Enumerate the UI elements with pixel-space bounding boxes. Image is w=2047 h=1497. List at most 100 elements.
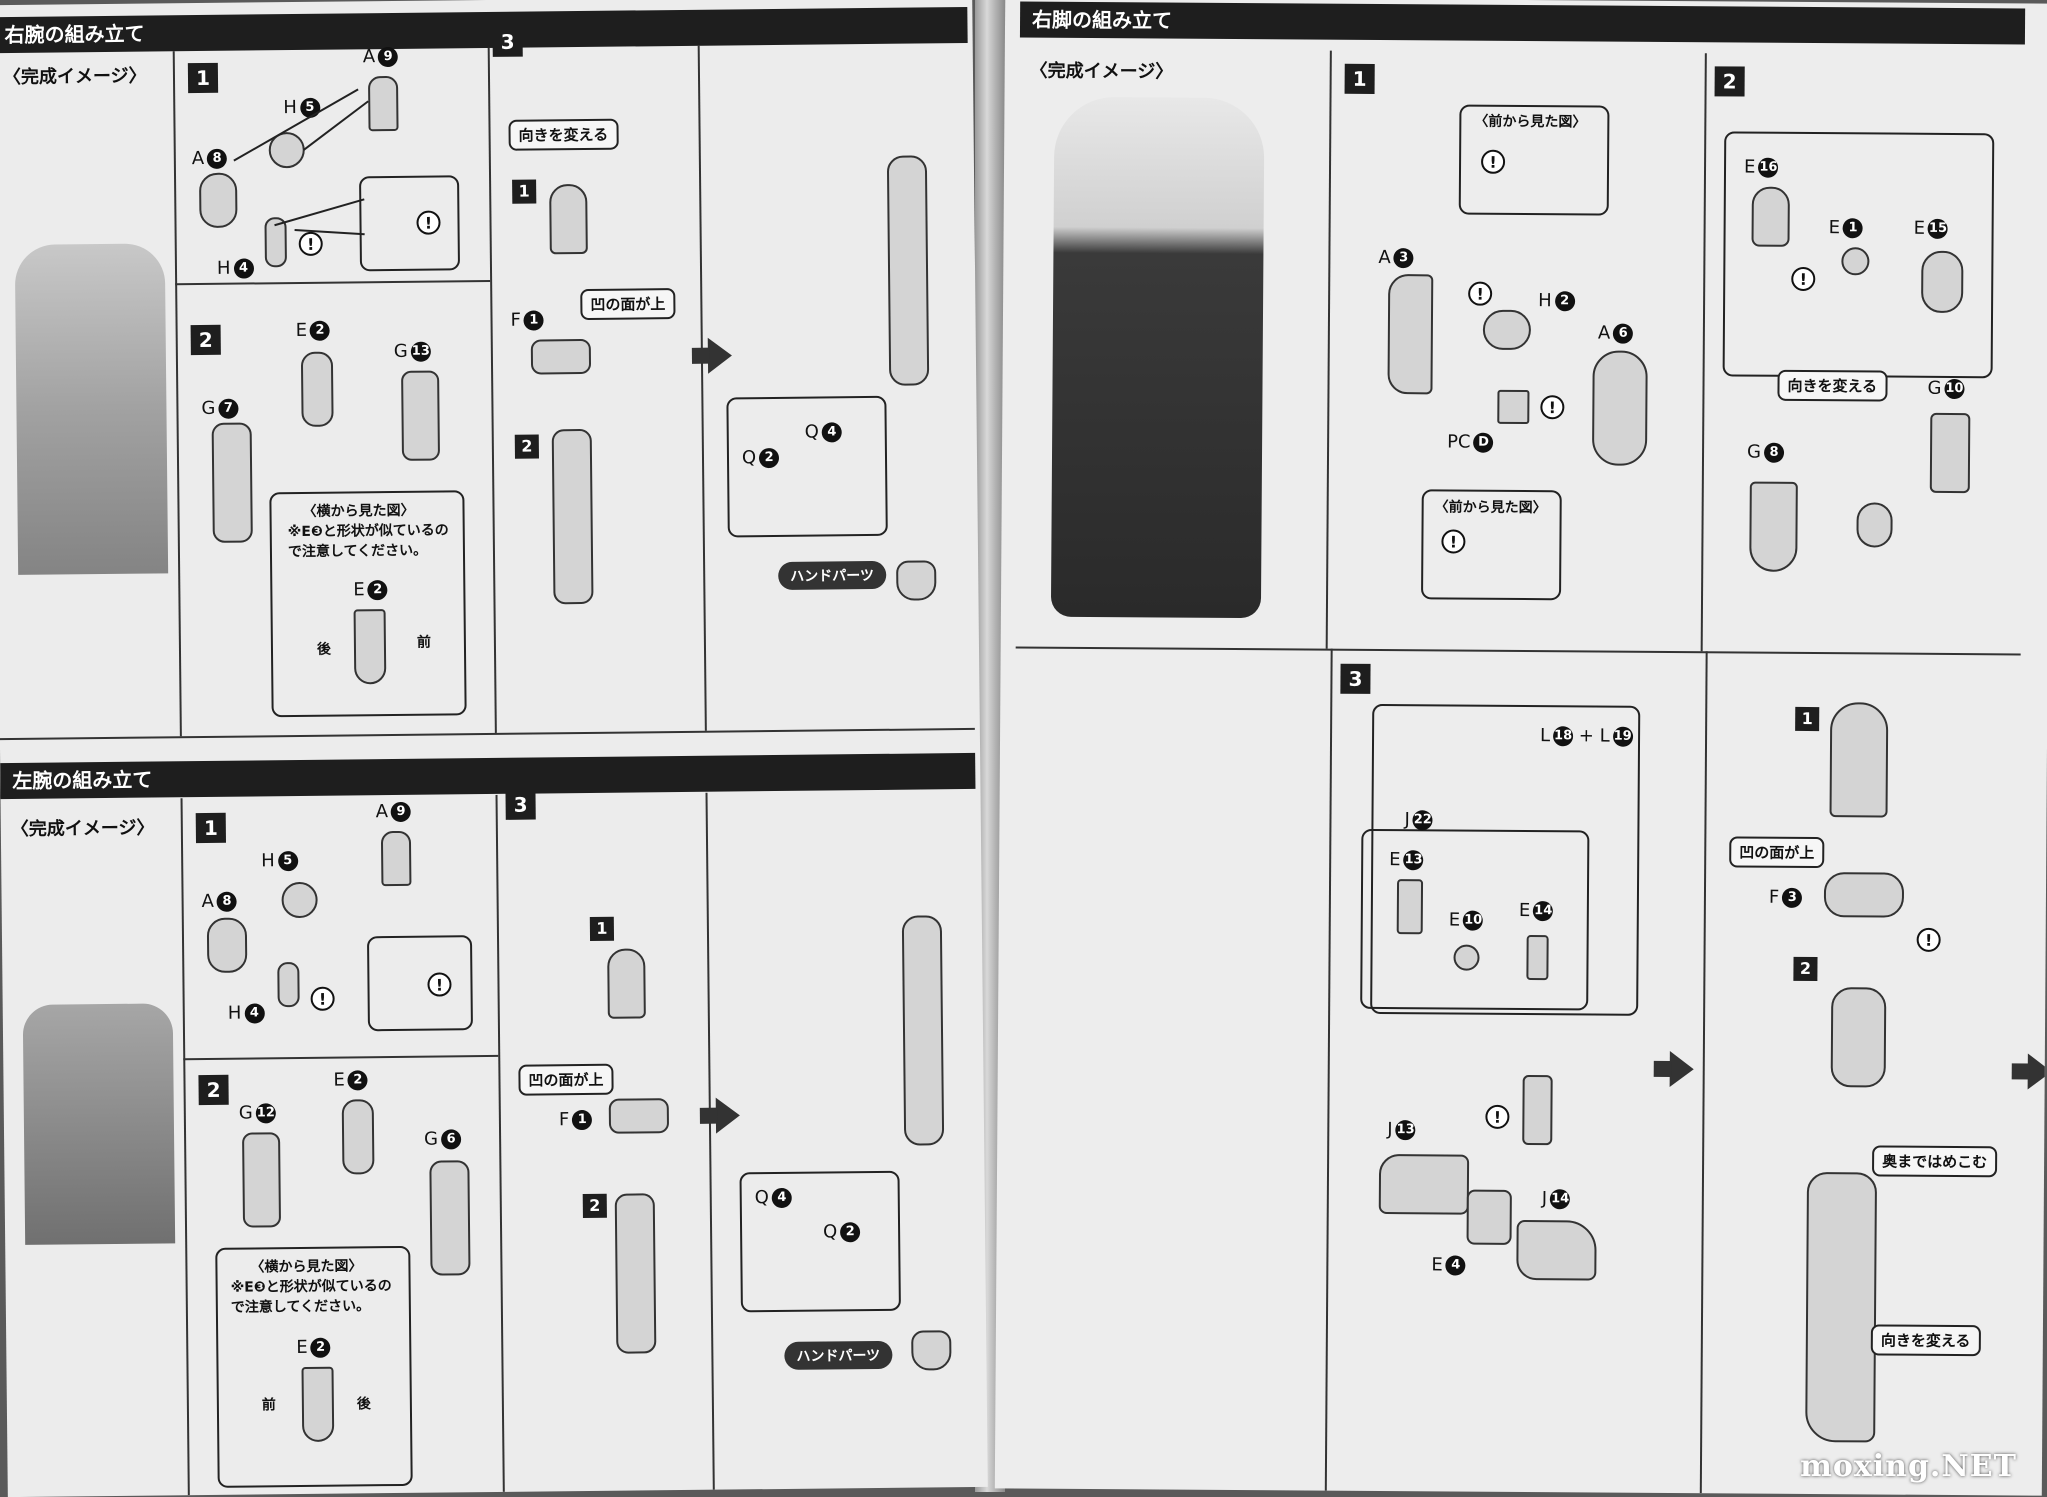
part-g10-shape <box>1929 412 1971 494</box>
left-arm-header: 左腕の組み立て <box>0 752 976 800</box>
next-arrow-icon <box>715 1097 741 1134</box>
right-arm-complete-photo <box>14 243 169 575</box>
hand-parts-pill: ハンドパーツ <box>778 560 887 590</box>
side-part-e2-left-shape <box>301 1366 335 1443</box>
callout-turn-leg: 向きを変える <box>1870 1324 1981 1357</box>
part-g7-shape <box>211 422 253 543</box>
warning-icon: ! <box>1916 927 1941 952</box>
assembled-leg-shape <box>1805 1171 1878 1443</box>
part-g13-shape <box>401 370 441 461</box>
hand-part-shape <box>896 560 937 601</box>
part-e4-shape <box>1466 1189 1512 1245</box>
part-j14-shape <box>1516 1219 1597 1281</box>
callout-concave-up-left: 凹の面が上 <box>518 1063 614 1096</box>
front-view-title-2: 〈前から見た図〉 <box>1434 499 1547 517</box>
assembled-arm-shape <box>886 155 930 386</box>
part-upper-arm-shape <box>549 183 588 255</box>
part-a3-shape <box>1387 274 1434 395</box>
part-f3-shape <box>1823 872 1905 918</box>
callout-concave-up: 凹の面が上 <box>580 288 676 321</box>
label-front: 前 <box>416 634 431 651</box>
warning-icon: ! <box>1540 395 1565 420</box>
sub-step-2-leg: 2 <box>1793 956 1818 982</box>
part-a6-shape <box>1591 350 1648 466</box>
right-arm-header: 右腕の組み立て <box>0 6 968 54</box>
right-arm-step1-arrows <box>233 88 369 236</box>
side-view-note-left: ※E❸と形状が似ているので注意してください。 <box>230 1278 392 1316</box>
part-j13-shape <box>1378 1154 1470 1215</box>
part-g12-shape <box>242 1132 282 1228</box>
left-arm-step3-badge: 3 <box>505 789 536 820</box>
side-view-note: ※E❸と形状が似ているので注意してください。 <box>287 522 449 561</box>
side-part-e2-shape <box>353 609 387 685</box>
hand-parts-pill-left: ハンドパーツ <box>784 1340 893 1370</box>
part-forearm-shape <box>551 428 594 605</box>
right-arm-step3-badge: 3 <box>492 26 523 57</box>
sub-step-1-leg: 1 <box>1795 706 1820 732</box>
part-g8-shape <box>1749 481 1798 572</box>
left-arm-complete-image-title: 〈完成イメージ〉 <box>10 817 155 841</box>
part-a9-left-shape <box>380 830 412 887</box>
assembled-arm-left-shape <box>901 915 945 1146</box>
right-leg-header: 右脚の組み立て <box>1019 1 2026 45</box>
warning-icon: ! <box>1441 529 1466 554</box>
left-arm-complete-photo <box>22 1003 176 1245</box>
thigh-armor-box <box>1370 703 1641 1016</box>
part-e1-shape <box>1841 247 1870 276</box>
warning-icon: ! <box>1468 281 1493 306</box>
front-view-title-1: 〈前から見た図〉 <box>1474 113 1587 131</box>
warning-icon: ! <box>1480 149 1506 174</box>
right-leg-step1-badge: 1 <box>1344 63 1375 94</box>
left-arm-step1-badge: 1 <box>195 812 226 844</box>
part-e16-shape <box>1751 186 1790 247</box>
sub-step-1: 1 <box>512 179 537 204</box>
part-h5-left-shape <box>281 881 318 919</box>
next-arrow-icon <box>707 337 733 374</box>
warning-icon: ! <box>1485 1104 1510 1129</box>
right-leg-complete-photo <box>1050 96 1265 619</box>
part-e2-left-shape <box>341 1099 375 1175</box>
sub-step-2-left: 2 <box>582 1193 607 1219</box>
part-knee-joint-shape <box>1522 1075 1553 1146</box>
right-leg-step3-badge: 3 <box>1340 663 1371 694</box>
part-knee-cap-shape <box>1829 702 1889 818</box>
next-arrow-icon <box>1669 1051 1694 1088</box>
part-f1-left-shape <box>608 1098 670 1134</box>
warning-icon: ! <box>427 972 452 997</box>
part-h2-shape <box>1482 309 1532 351</box>
sub-step-2: 2 <box>514 434 539 459</box>
watermark: moxing.NET <box>1800 1449 2017 1484</box>
part-forearm-left-shape <box>614 1193 657 1354</box>
